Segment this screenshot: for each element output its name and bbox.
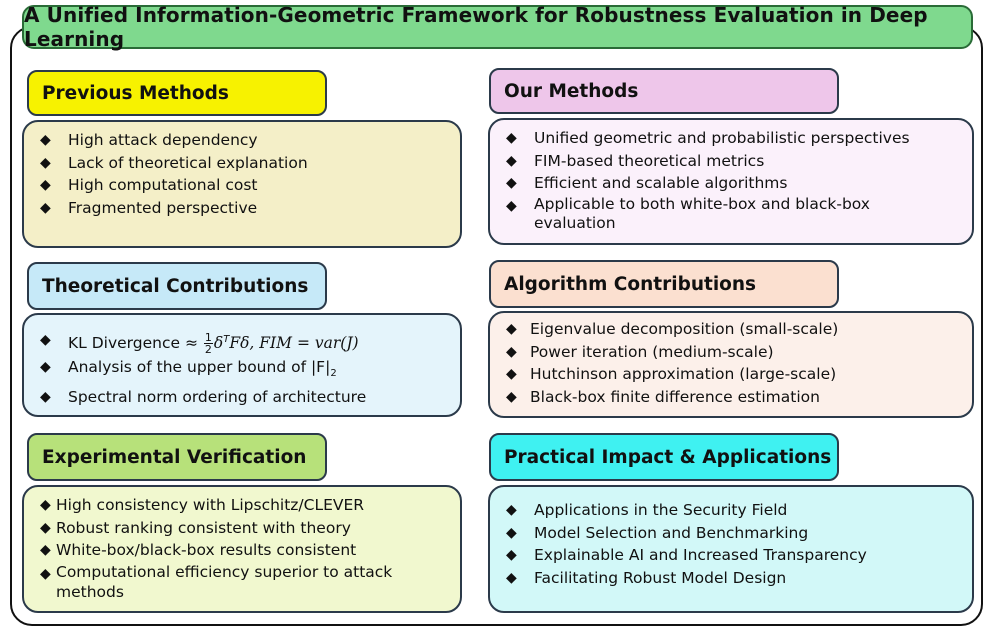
practical-impact-list: ◆Applications in the Security Field ◆Mod… — [504, 499, 962, 589]
algorithm-contributions-list: ◆Eigenvalue decomposition (small-scale) … — [504, 318, 962, 408]
list-item: ◆Power iteration (medium-scale) — [504, 341, 962, 364]
diamond-bullet-icon: ◆ — [506, 502, 517, 518]
diamond-bullet-icon: ◆ — [40, 132, 51, 148]
list-item: ◆Unified geometric and probabilistic per… — [504, 127, 968, 150]
list-item: ◆Explainable AI and Increased Transparen… — [504, 544, 962, 567]
list-item: ◆High attack dependency — [38, 129, 450, 152]
our-methods-list: ◆Unified geometric and probabilistic per… — [504, 127, 968, 233]
diamond-bullet-icon: ◆ — [506, 152, 517, 169]
experimental-verification-panel: ◆High consistency with Lipschitz/CLEVER … — [22, 485, 462, 613]
list-item: ◆Eigenvalue decomposition (small-scale) — [504, 318, 962, 341]
list-item: ◆Black-box finite difference estimation — [504, 386, 962, 409]
diamond-bullet-icon: ◆ — [506, 569, 517, 586]
diamond-bullet-icon: ◆ — [40, 497, 51, 513]
diamond-bullet-icon: ◆ — [506, 321, 517, 337]
diamond-bullet-icon: ◆ — [40, 519, 51, 536]
diamond-bullet-icon: ◆ — [506, 366, 517, 382]
list-item: ◆Robust ranking consistent with theory — [40, 517, 450, 540]
diamond-bullet-icon: ◆ — [506, 130, 517, 146]
our-methods-label: Our Methods — [489, 68, 839, 114]
practical-impact-label: Practical Impact & Applications — [489, 433, 839, 481]
diamond-bullet-icon: ◆ — [506, 524, 517, 541]
diamond-bullet-icon: ◆ — [40, 177, 51, 193]
list-item: ◆Analysis of the upper bound of |F|2 — [40, 358, 337, 380]
diamond-bullet-icon: ◆ — [40, 359, 51, 376]
list-item: ◆FIM-based theoretical metrics — [504, 150, 968, 173]
list-item: ◆Facilitating Robust Model Design — [504, 567, 962, 590]
list-item: ◆White-box/black-box results consistent — [40, 539, 450, 562]
diamond-bullet-icon: ◆ — [40, 199, 51, 216]
diamond-bullet-icon: ◆ — [506, 388, 517, 405]
experimental-verification-label: Experimental Verification — [27, 433, 327, 481]
list-item: ◆Efficient and scalable algorithms — [504, 172, 968, 195]
algorithm-contributions-label: Algorithm Contributions — [489, 260, 839, 308]
diamond-bullet-icon: ◆ — [40, 154, 51, 171]
list-item: ◆Lack of theoretical explanation — [38, 152, 450, 175]
previous-methods-label: Previous Methods — [27, 70, 327, 116]
previous-methods-list: ◆High attack dependency ◆Lack of theoret… — [38, 129, 450, 219]
diamond-bullet-icon: ◆ — [40, 388, 51, 405]
list-item: ◆Applicable to both white-box and black-… — [506, 194, 870, 232]
diamond-bullet-icon: ◆ — [506, 175, 517, 191]
our-methods-panel: ◆Unified geometric and probabilistic per… — [488, 118, 974, 245]
list-item: ◆High consistency with Lipschitz/CLEVER — [40, 494, 450, 517]
diamond-bullet-icon: ◆ — [40, 332, 51, 348]
experimental-verification-list: ◆High consistency with Lipschitz/CLEVER … — [40, 494, 450, 602]
diamond-bullet-icon: ◆ — [40, 542, 51, 558]
diamond-bullet-icon: ◆ — [506, 343, 517, 360]
list-item: ◆High computational cost — [38, 174, 450, 197]
diamond-bullet-icon: ◆ — [506, 197, 517, 214]
practical-impact-panel: ◆Applications in the Security Field ◆Mod… — [488, 485, 974, 613]
list-item: ◆Spectral norm ordering of architecture — [38, 386, 450, 409]
list-item: ◆Model Selection and Benchmarking — [504, 522, 962, 545]
diamond-bullet-icon: ◆ — [506, 547, 517, 563]
list-item: ◆Computational efficiency superior to at… — [40, 562, 393, 601]
list-item: ◆Applications in the Security Field — [504, 499, 962, 522]
algorithm-contributions-panel: ◆Eigenvalue decomposition (small-scale) … — [488, 311, 974, 418]
list-item: ◆Fragmented perspective — [38, 197, 450, 220]
diamond-bullet-icon: ◆ — [40, 565, 51, 582]
page-title: A Unified Information-Geometric Framewor… — [22, 3, 973, 51]
theoretical-contributions-label: Theoretical Contributions — [27, 262, 327, 310]
previous-methods-panel: ◆High attack dependency ◆Lack of theoret… — [22, 120, 462, 248]
list-item: ◆Hutchinson approximation (large-scale) — [504, 363, 962, 386]
